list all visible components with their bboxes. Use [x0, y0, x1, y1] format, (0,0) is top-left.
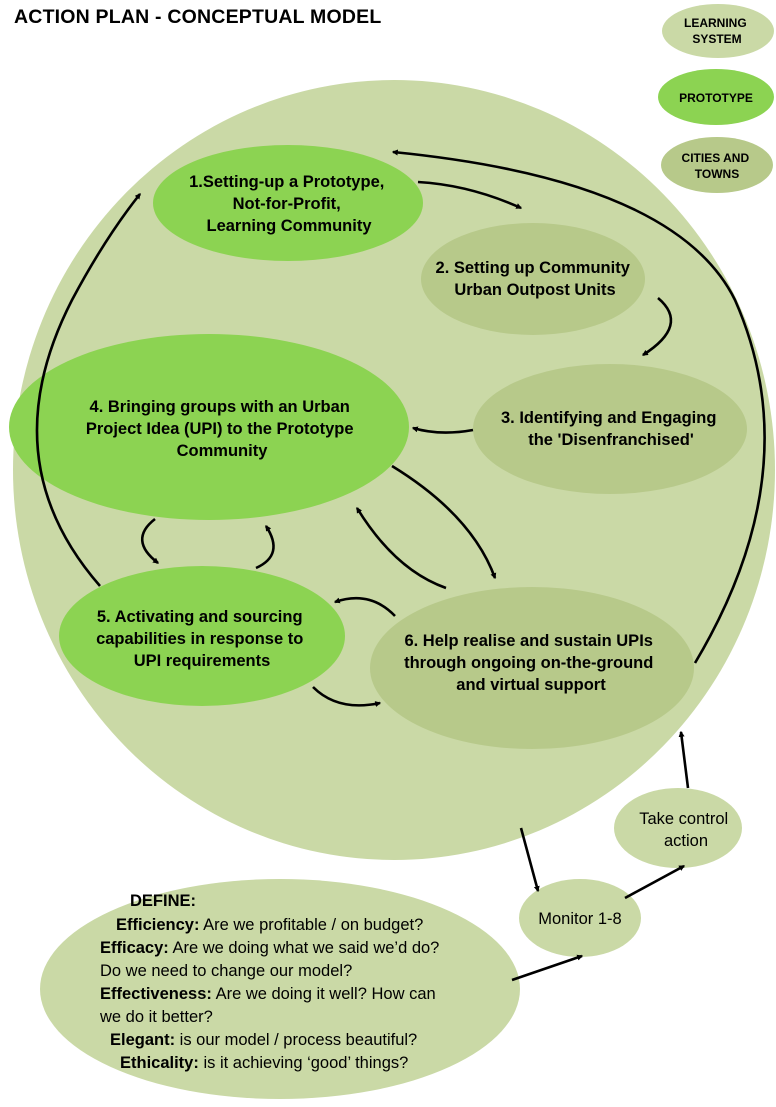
define-elegant: Elegant: is our model / process beautifu… — [110, 1031, 417, 1049]
node-5-label: 5. Activating and sourcing capabilities … — [96, 608, 308, 670]
legend-cities-and-towns-swatch — [661, 137, 773, 193]
arrow-6-to-1 — [391, 149, 766, 664]
define-text-block: DEFINE: Efficiency: Are we profitable / … — [99, 892, 439, 1072]
arrow-5-to-4 — [255, 524, 275, 570]
arrow-3-to-4 — [411, 426, 474, 434]
page-title: ACTION PLAN - CONCEPTUAL MODEL — [14, 6, 382, 28]
node-3-label: 3. Identifying and Engaging the 'Disenfr… — [501, 409, 721, 449]
arrow-4-to-5 — [140, 517, 159, 565]
define-efficacy-2: Do we need to change our model? — [100, 962, 352, 980]
define-ellipse — [40, 879, 520, 1099]
arrow-6-to-4 — [355, 506, 447, 590]
take-control-ellipse — [614, 788, 742, 868]
monitor-ellipse — [519, 879, 641, 957]
arrow-5-to-1 — [35, 193, 142, 587]
node-1-label: 1.Setting-up a Prototype, Not-for-Profit… — [189, 173, 389, 235]
legend-cities-and-towns: CITIES AND TOWNS — [682, 151, 753, 181]
define-ethicality: Ethicality: is it achieving ‘good’ thing… — [120, 1054, 408, 1072]
arrow-6-to-5 — [333, 596, 396, 617]
define-effectiveness: Effectiveness: Are we doing it well? How… — [100, 985, 436, 1003]
node-5-ellipse — [59, 566, 345, 706]
arrow-to-monitor — [519, 827, 540, 893]
arrow-4-to-6 — [391, 464, 497, 580]
arrow-5-to-6 — [312, 686, 382, 707]
arrow-monitor-to-control — [624, 864, 686, 900]
take-control-label: Take control action — [639, 810, 733, 850]
arrow-2-to-3 — [641, 297, 673, 357]
node-6-label: 6. Help realise and sustain UPIs through… — [404, 632, 658, 694]
legend: LEARNING SYSTEM PROTOTYPE CITIES AND TOW… — [658, 4, 774, 193]
arrow-1-to-2 — [417, 180, 523, 210]
node-6-ellipse — [370, 587, 694, 749]
arrows — [35, 149, 766, 982]
node-2-label: 2. Setting up Community Urban Outpost Un… — [436, 259, 635, 299]
define-heading: DEFINE: — [130, 892, 196, 910]
node-3-ellipse — [473, 364, 747, 494]
node-4-ellipse — [9, 334, 409, 520]
node-2-ellipse — [421, 223, 645, 335]
legend-prototype: PROTOTYPE — [679, 91, 753, 105]
arrow-define-to-monitor — [511, 954, 584, 982]
node-4-label: 4. Bringing groups with an Urban Project… — [86, 398, 358, 460]
legend-learning-system-swatch — [662, 4, 774, 58]
monitor-label: Monitor 1-8 — [538, 910, 621, 928]
define-effectiveness-2: we do it better? — [99, 1008, 213, 1026]
define-efficiency: Efficiency: Are we profitable / on budge… — [116, 916, 423, 934]
define-efficacy: Efficacy: Are we doing what we said we’d… — [100, 939, 439, 957]
legend-learning-system: LEARNING SYSTEM — [684, 16, 750, 46]
arrow-control-to-6 — [678, 730, 690, 789]
legend-prototype-swatch — [658, 69, 774, 125]
node-1-ellipse — [153, 145, 423, 261]
